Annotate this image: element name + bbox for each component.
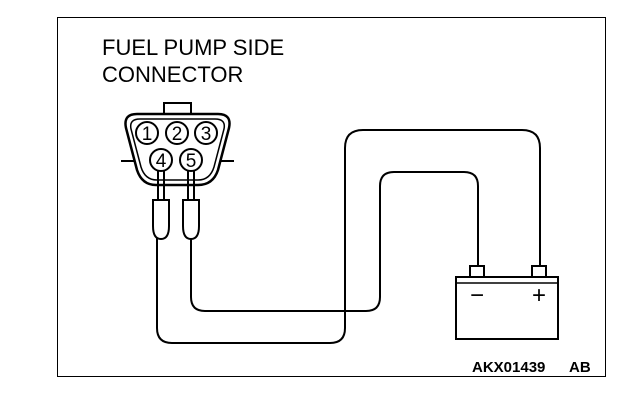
- pin-4: 4: [149, 148, 173, 172]
- svg-text:4: 4: [156, 151, 167, 172]
- pin-3: 3: [194, 121, 218, 145]
- svg-text:2: 2: [172, 124, 183, 145]
- pin-1: 1: [135, 121, 159, 145]
- diagram-frame: [57, 17, 606, 377]
- battery-case: [455, 276, 559, 340]
- battery-positive-sign: +: [532, 282, 546, 309]
- pin-5: 5: [179, 148, 203, 172]
- fuel-pump-connector: 1 2 3 4 5: [121, 102, 234, 187]
- probe-lead-pin4: [152, 171, 170, 241]
- reference-suffix: AB: [569, 359, 591, 376]
- battery: − +: [455, 265, 559, 340]
- svg-text:3: 3: [201, 124, 212, 145]
- title-line-2: CONNECTOR: [102, 62, 243, 87]
- probe-tip-pin5: [182, 199, 200, 241]
- battery-negative-sign: −: [470, 282, 484, 309]
- wire-pin5-to-negative: [190, 171, 479, 312]
- svg-text:5: 5: [186, 151, 197, 172]
- connector-housing-inner: [129, 118, 226, 181]
- wire-pin4-to-positive: [156, 129, 541, 344]
- pin-2: 2: [165, 121, 189, 145]
- svg-text:1: 1: [142, 124, 153, 145]
- reference-code: AKX01439: [472, 359, 545, 376]
- probe-tip-pin4: [152, 199, 170, 241]
- connector-latch: [163, 102, 192, 115]
- probe-lead-pin5: [182, 171, 200, 241]
- title-line-1: FUEL PUMP SIDE: [102, 35, 284, 60]
